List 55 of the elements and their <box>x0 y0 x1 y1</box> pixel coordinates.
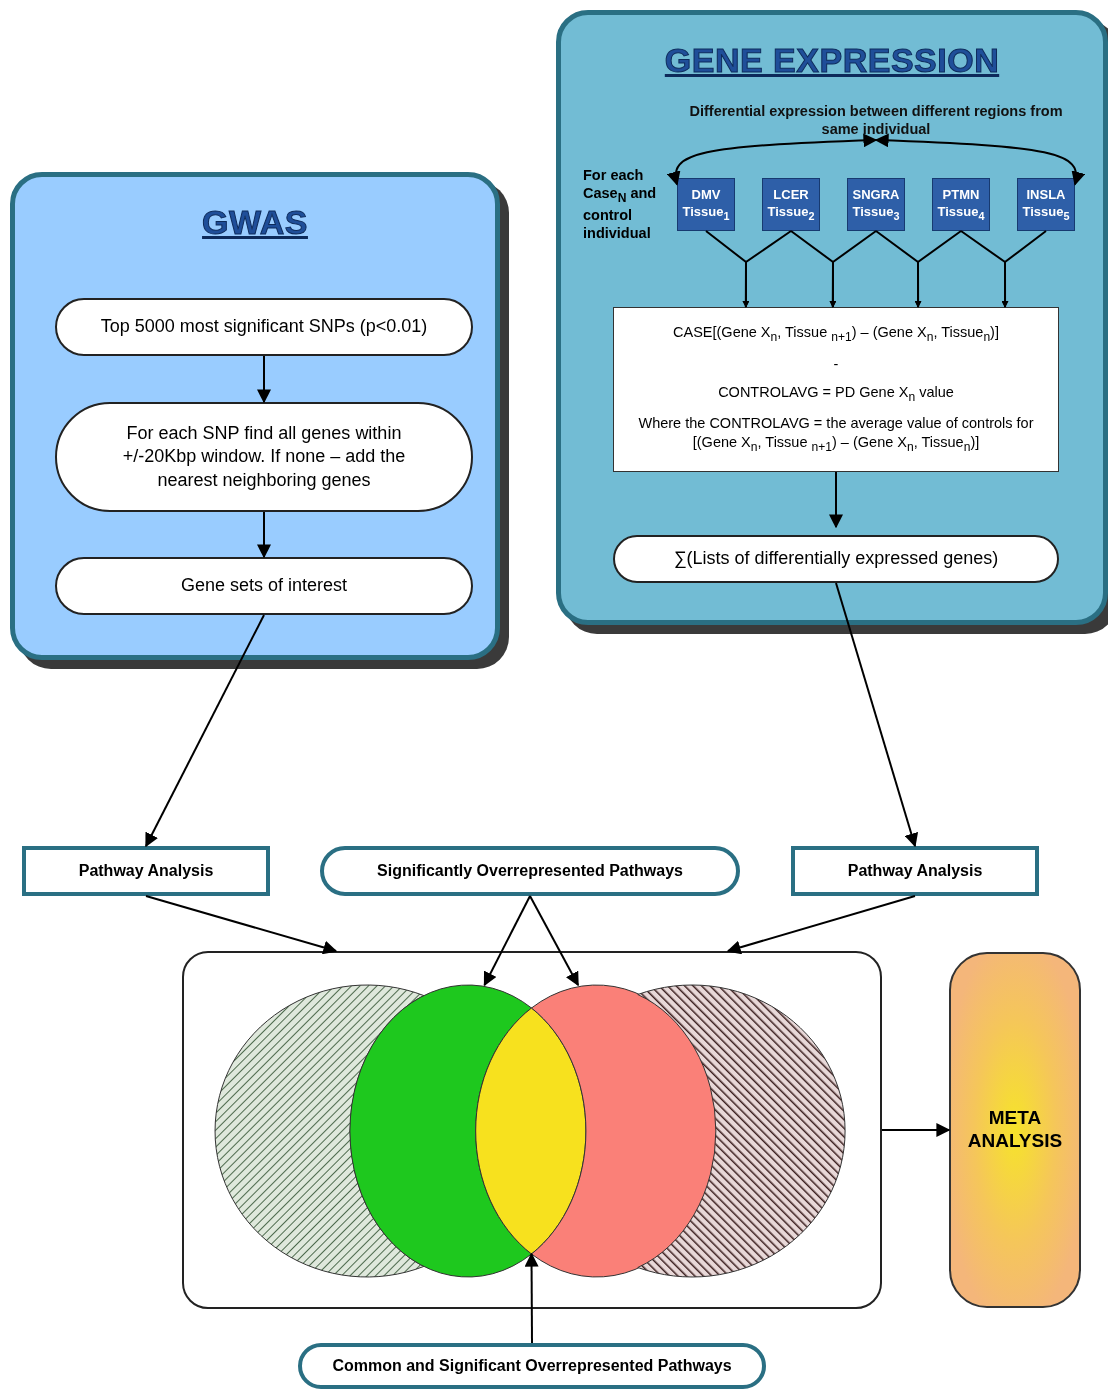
arrow <box>742 230 792 308</box>
arrow <box>829 230 877 308</box>
formula-text: Where the CONTROLAVG = the average value of controls for [(Gene X$_{n}$, Tissue $_{n+1}$) – (Gene X$_{n}$, Tissue$_{n}$)] <box>637 414 1035 456</box>
rounded-box <box>298 1343 766 1389</box>
formula-box <box>613 307 1059 472</box>
box-text: DMV Tissue$_{1}$ <box>681 186 731 223</box>
venn-frame <box>182 951 882 1309</box>
arrow <box>881 1123 951 1137</box>
arrow <box>257 511 271 559</box>
tissue-box <box>847 178 905 231</box>
rounded-box <box>949 952 1081 1308</box>
arrow <box>257 355 271 404</box>
box-text: Pathway Analysis <box>78 862 214 880</box>
process-box <box>22 846 270 896</box>
box-text: Gene sets of interest <box>180 574 348 598</box>
venn-overlap <box>475 1007 587 1255</box>
rounded-box <box>55 298 473 356</box>
process-box <box>791 846 1039 896</box>
box-text: META ANALYSIS <box>966 1107 1064 1153</box>
tissue-box <box>677 178 735 231</box>
arrow <box>667 133 878 186</box>
formula-text: CONTROLAVG = PD Gene X$_{n}$ value <box>718 382 954 406</box>
box-text: PTMN Tissue$_{4}$ <box>936 186 986 223</box>
arrow <box>145 895 338 955</box>
box-text: For each SNP find all genes within +/-20Kbp window. If none – add the nearest neighboring genes <box>121 421 407 492</box>
arrow <box>914 230 962 308</box>
arrow <box>529 895 580 987</box>
rounded-box <box>55 557 473 615</box>
arrow <box>483 895 531 987</box>
formula-text: - <box>833 354 839 374</box>
arrow <box>1001 230 1047 308</box>
box-text: Pathway Analysis <box>847 862 983 880</box>
box-text: Significantly Overrepresented Pathways <box>377 862 683 880</box>
box-text: ∑(Lists of differentially expressed genes) <box>673 547 999 571</box>
box-text: LCER Tissue$_{2}$ <box>766 186 816 223</box>
arrow <box>726 895 916 955</box>
arrow <box>524 1252 539 1344</box>
panel-title: GWAS <box>202 203 308 242</box>
box-text: Common and Significant Overrepresented Pathways <box>332 1357 732 1375</box>
box-text: SNGRA Tissue$_{3}$ <box>851 186 901 223</box>
tissue-box <box>762 178 820 231</box>
rounded-box <box>613 535 1059 583</box>
arrow <box>874 133 1085 186</box>
arrow <box>835 582 919 848</box>
arrow <box>145 614 265 848</box>
note-text: For each Case$_{N}$ and control individual <box>583 166 658 243</box>
tissue-box <box>932 178 990 231</box>
note-text: Differential expression between different regions from same individual <box>670 100 1082 140</box>
box-text: INSLA Tissue$_{5}$ <box>1021 186 1071 223</box>
panel-title: GENE EXPRESSION <box>664 41 1000 80</box>
rounded-box <box>320 846 740 896</box>
formula-text: CASE[(Gene X$_{n}$, Tissue $_{n+1}$) – (Gene X$_{n}$, Tissue$_{n}$)] <box>673 323 999 346</box>
box-text: Top 5000 most significant SNPs (p<0.01) <box>100 315 428 339</box>
tissue-box <box>1017 178 1075 231</box>
arrow <box>829 471 843 529</box>
